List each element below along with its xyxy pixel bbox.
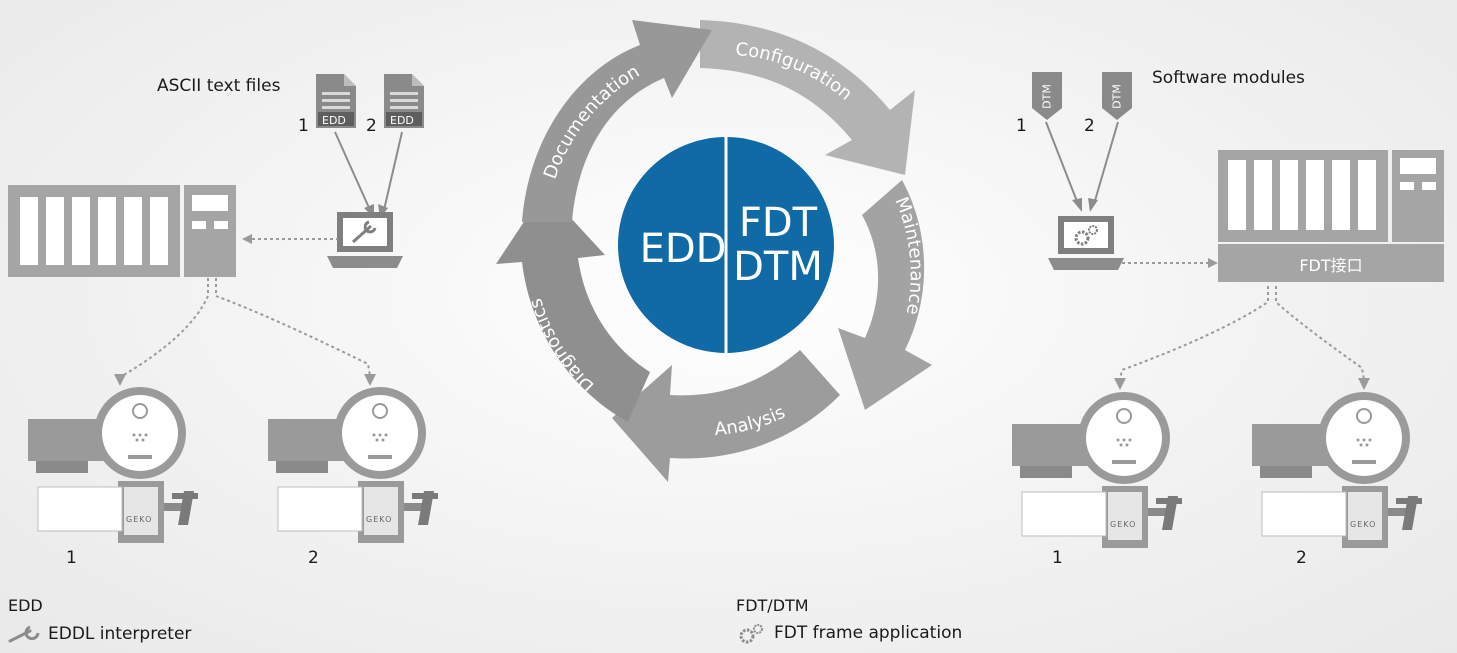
edd-file-num-1: 1: [298, 116, 309, 136]
dtm-module-tag-1: DTM: [1040, 84, 1054, 109]
device-num-right-1: 1: [1052, 548, 1063, 568]
edd-file-tag-1: EDD: [322, 114, 346, 127]
module-to-laptop-arrows: [1045, 121, 1119, 212]
device-brand-right-1: GEKO: [1110, 520, 1137, 529]
controller-left: [8, 185, 236, 277]
laptop-to-interface-arrow: [1122, 258, 1218, 268]
arrow-diagnostics: [496, 190, 650, 422]
legend-edd-item: EDDL interpreter: [8, 624, 191, 644]
arrow-configuration: [700, 20, 915, 175]
center-edd: EDD: [640, 226, 727, 272]
cycle-arrows: [496, 20, 932, 482]
software-modules-label: Software modules: [1152, 68, 1305, 88]
actuator-left-1: [28, 387, 198, 543]
device-num-right-2: 2: [1296, 548, 1307, 568]
laptop-edd: [327, 212, 403, 268]
ascii-files-label: ASCII text files: [157, 76, 281, 96]
legend-fdt-item: FDT frame application: [736, 622, 962, 644]
controller-right-to-devices: [1114, 286, 1370, 390]
legend-edd-title: EDD: [8, 596, 43, 615]
legend-edd-item-label: EDDL interpreter: [48, 624, 192, 644]
edd-file-num-2: 2: [366, 116, 377, 136]
edd-file-icon-2: [384, 74, 424, 128]
dtm-module-num-2: 2: [1084, 116, 1095, 136]
legend-fdt-title: FDT/DTM: [736, 596, 809, 615]
edd-file-tag-2: EDD: [390, 114, 414, 127]
device-num-left-2: 2: [308, 548, 319, 568]
lifecycle-diagram: Configuration Maintenance Analysis Diagn…: [496, 20, 932, 482]
controller-left-to-devices: [114, 278, 376, 386]
wrench-icon: [8, 625, 40, 643]
gears-icon: [739, 624, 763, 644]
actuator-right-1: [1012, 392, 1182, 548]
file-to-laptop-arrows: [334, 131, 403, 218]
actuator-right-2: [1252, 392, 1422, 548]
dtm-module-icon-1: [1032, 72, 1062, 120]
arrow-analysis: [612, 350, 840, 482]
dtm-module-icon-2: [1102, 72, 1132, 120]
dtm-module-num-1: 1: [1016, 116, 1027, 136]
dtm-module-tag-2: DTM: [1110, 84, 1124, 109]
center-fdt: FDT: [739, 200, 818, 246]
arrow-maintenance: [838, 180, 932, 410]
device-brand-left-1: GEKO: [126, 515, 153, 524]
device-num-left-1: 1: [66, 548, 77, 568]
center-dtm: DTM: [733, 244, 823, 290]
laptop-to-controller-arrow: [242, 234, 338, 244]
device-brand-left-2: GEKO: [366, 515, 393, 524]
edd-file-icon-1: [316, 74, 356, 128]
fdt-interface-label: FDT接口: [1299, 256, 1363, 275]
controller-right: [1218, 150, 1444, 282]
device-brand-right-2: GEKO: [1350, 520, 1377, 529]
laptop-fdt: [1048, 216, 1124, 270]
arrow-documentation: [522, 20, 712, 222]
actuator-left-2: [268, 387, 438, 543]
legend-fdt-item-label: FDT frame application: [774, 623, 963, 643]
